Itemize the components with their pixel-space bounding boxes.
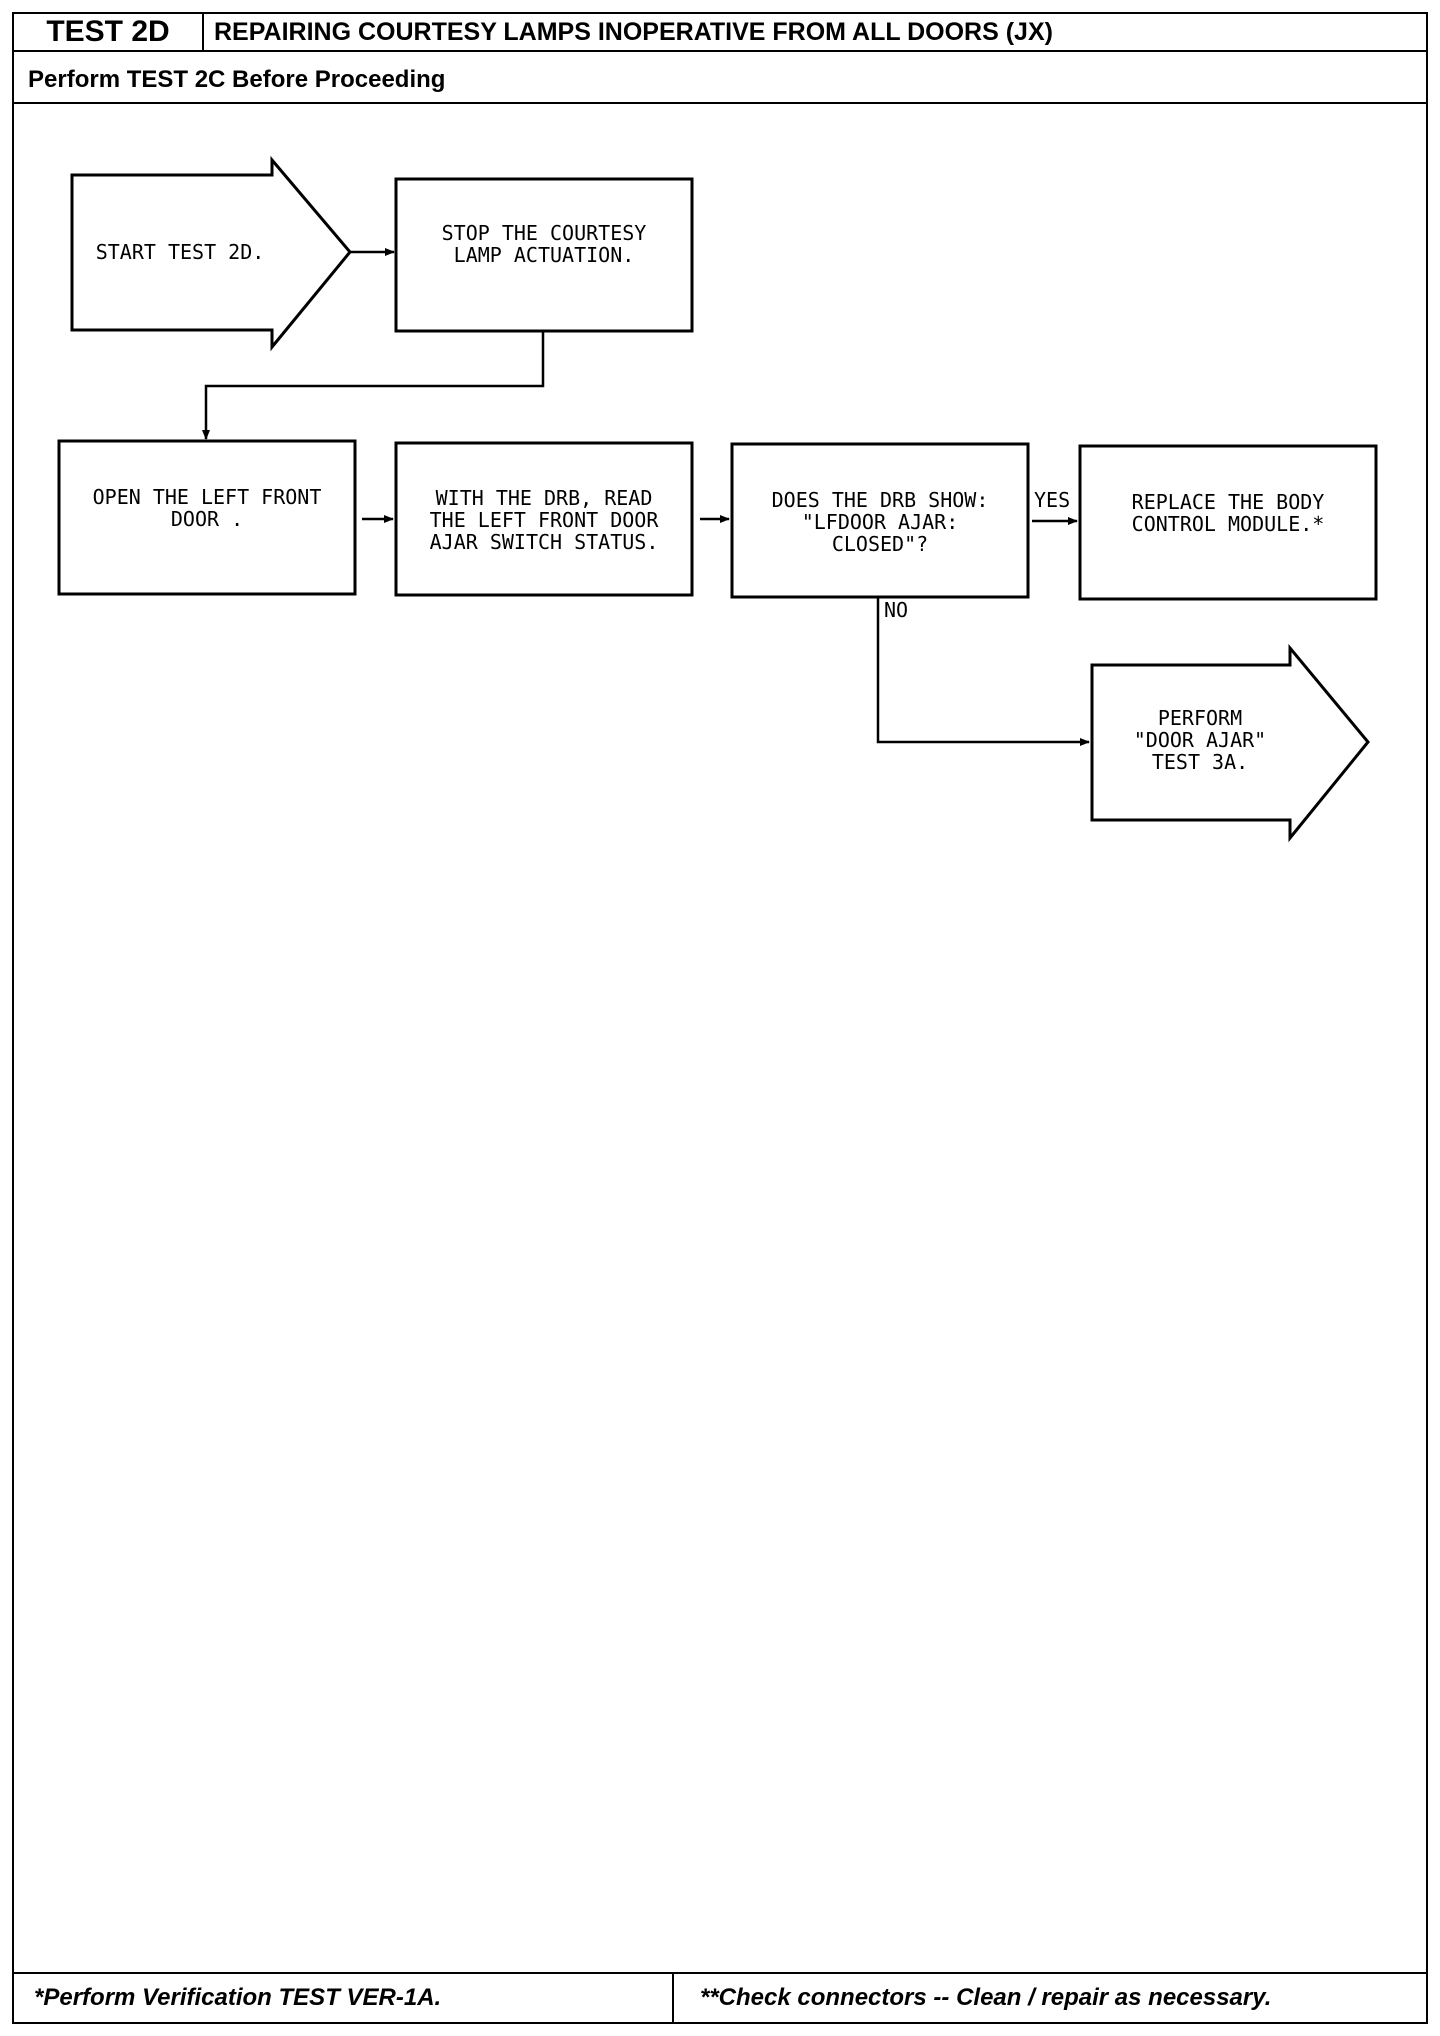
node-read-status-shape <box>394 441 694 597</box>
edge-stop-to-open <box>202 331 545 440</box>
node-replace-bcm-shape <box>1078 444 1378 601</box>
edge-label-yes: YES <box>1034 488 1071 512</box>
header-row <box>12 12 1428 52</box>
node-decision-shape <box>730 442 1030 599</box>
footer-verification-note: *Perform Verification TEST VER-1A. <box>34 1984 442 2011</box>
node-stop-actuation-shape <box>394 177 694 333</box>
node-start-label: START TEST 2D. <box>95 240 265 264</box>
node-start-shape <box>70 155 352 352</box>
edge-label-no: NO <box>884 598 909 622</box>
node-perform-3a-shape <box>1090 643 1370 843</box>
edge-decision-to-perform <box>876 597 1090 746</box>
footer-row <box>12 1972 1428 2024</box>
node-replace-bcm-label: REPLACE THE BODY CONTROL MODULE.* <box>1131 490 1325 536</box>
node-stop-actuation-label: STOP THE COURTESY LAMP ACTUATION. <box>441 221 647 267</box>
node-decision-label: DOES THE DRB SHOW: "LFDOOR AJAR: CLOSED"… <box>771 488 989 556</box>
footer-connector-note: **Check connectors -- Clean / repair as … <box>700 1984 1272 2011</box>
footer-divider <box>672 1972 674 2024</box>
node-open-door-shape <box>57 439 357 596</box>
node-perform-3a-label: PERFORM "DOOR AJAR" TEST 3A. <box>1133 706 1267 774</box>
prerequisite-row <box>12 52 1428 104</box>
test-title: REPAIRING COURTESY LAMPS INOPERATIVE FRO… <box>214 17 1053 46</box>
node-read-status-label: WITH THE DRB, READ THE LEFT FRONT DOOR A… <box>429 486 659 554</box>
test-id: TEST 2D <box>14 14 204 50</box>
node-open-door-label: OPEN THE LEFT FRONT DOOR . <box>92 485 322 531</box>
prerequisite-note: Perform TEST 2C Before Proceeding <box>28 66 446 93</box>
page-frame <box>12 12 1428 2024</box>
